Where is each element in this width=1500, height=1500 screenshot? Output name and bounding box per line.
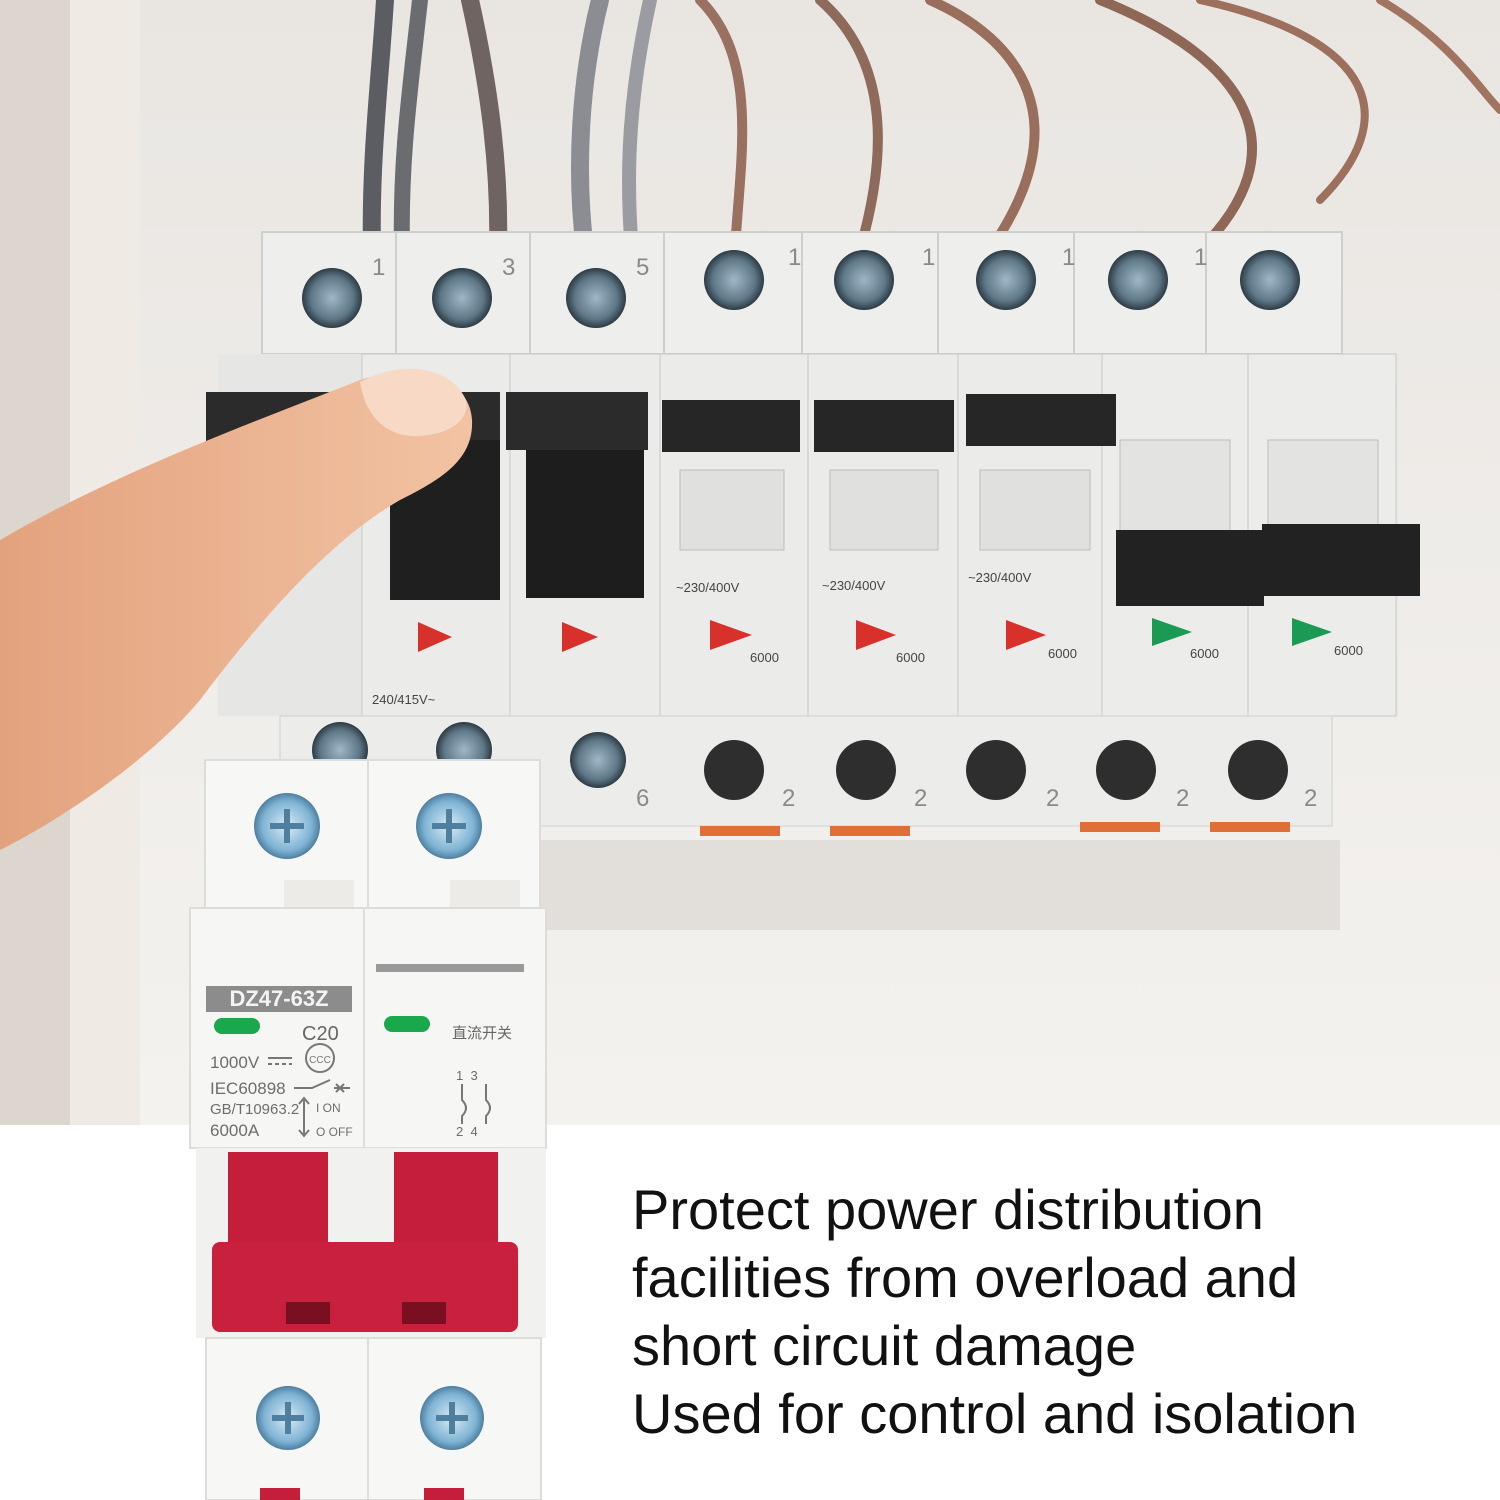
screw-terminal-icon xyxy=(420,1386,484,1450)
on-label: I ON xyxy=(316,1101,341,1115)
dc-breaker-product: DZ47-63Z C20 直流开关 1000V CCC IEC60898 GB/… xyxy=(189,759,547,1500)
screw-terminal-icon xyxy=(416,793,482,859)
rating-label: 240/415V~ xyxy=(372,692,436,707)
breaker-row-bottom-terminals: 6 2 2 2 2 2 xyxy=(279,715,1340,930)
screw-terminal-icon xyxy=(1108,250,1168,310)
screw-terminal-icon xyxy=(976,250,1036,310)
screw-terminal-icon xyxy=(966,740,1026,800)
finger xyxy=(0,368,473,850)
screw-terminal-icon xyxy=(566,268,626,328)
breaker-toggle xyxy=(966,394,1116,446)
screw-terminal-icon xyxy=(1228,740,1288,800)
switch-symbol-icon xyxy=(294,1079,350,1093)
svg-text:CCC: CCC xyxy=(309,1055,331,1066)
wires xyxy=(362,0,1500,259)
terminal-number: 1 xyxy=(922,244,935,271)
terminal-number: 2 xyxy=(1046,785,1059,812)
screw-terminal-icon xyxy=(704,740,764,800)
trip-indicator-icon xyxy=(562,622,598,652)
trip-indicator-icon xyxy=(418,622,452,652)
screw-terminal-icon xyxy=(256,1386,320,1450)
pole-diagram-icon xyxy=(461,1084,491,1124)
terminal-number: 1 xyxy=(372,254,385,281)
screw-terminal-icon xyxy=(704,250,764,310)
on-off-arrow-icon xyxy=(298,1096,310,1138)
red-handle-upper-left xyxy=(228,1152,328,1252)
breaker-row-top-terminals: 1 3 5 1 1 1 1 xyxy=(261,231,1343,355)
terminal-number: 2 xyxy=(914,785,927,812)
terminal-number: 1 xyxy=(788,244,801,271)
pole-numbers-top: 1 3 xyxy=(456,1068,478,1083)
breaker-toggle-on xyxy=(1116,530,1264,606)
breaker-toggle xyxy=(662,400,800,452)
dc-switch-label: 直流开关 xyxy=(452,1024,512,1042)
breaker-toggle-on xyxy=(1262,524,1420,596)
on-indicator-icon xyxy=(1152,618,1192,646)
screw-terminal-icon xyxy=(836,740,896,800)
screw-terminal-icon xyxy=(432,268,492,328)
terminal-number: 1 xyxy=(1062,244,1075,271)
screw-terminal-icon xyxy=(302,268,362,328)
screw-terminal-icon xyxy=(254,793,320,859)
standard-label: IEC60898 xyxy=(210,1079,286,1098)
rating-label: C20 xyxy=(302,1023,339,1045)
model-label: DZ47-63Z xyxy=(229,986,328,1011)
trip-indicator-icon xyxy=(856,620,896,650)
indicator-window-icon xyxy=(384,1016,430,1032)
rating-label: 6000 xyxy=(896,650,925,665)
screw-terminal-icon xyxy=(570,732,626,788)
red-handle xyxy=(212,1242,518,1332)
off-label: O OFF xyxy=(316,1125,353,1139)
terminal-number: 1 xyxy=(1194,244,1207,271)
breaking-capacity-label: 6000A xyxy=(210,1121,260,1140)
voltage-label: ~230/400V xyxy=(822,578,886,593)
terminal-number: 2 xyxy=(782,785,795,812)
screw-terminal-icon xyxy=(1240,250,1300,310)
screw-terminal-icon xyxy=(834,250,894,310)
terminal-number: 2 xyxy=(1176,785,1189,812)
screw-terminal-icon xyxy=(1096,740,1156,800)
terminal-number: 2 xyxy=(1304,785,1317,812)
voltage-label: 1000V xyxy=(210,1053,260,1072)
rating-label: 6000 xyxy=(1334,643,1363,658)
gb-standard-label: GB/T10963.2 xyxy=(210,1101,299,1118)
caption-line: facilities from overload and xyxy=(632,1246,1299,1309)
pole-numbers-bottom: 2 4 xyxy=(456,1124,478,1139)
terminal-number: 6 xyxy=(636,785,649,812)
trip-indicator-icon xyxy=(710,620,752,650)
on-indicator-icon xyxy=(1292,618,1332,646)
caption-text: Protect power distribution facilities fr… xyxy=(632,1176,1472,1448)
breaker-toggle xyxy=(814,400,954,452)
breaker-toggle xyxy=(506,392,648,450)
indicator-window-icon xyxy=(214,1018,260,1034)
ccc-mark-icon: CCC xyxy=(305,1043,335,1073)
caption-line: Used for control and isolation xyxy=(632,1382,1358,1445)
rating-label: 6000 xyxy=(750,650,779,665)
voltage-label: ~230/400V xyxy=(676,580,740,595)
rating-label: 6000 xyxy=(1048,646,1077,661)
trip-indicator-icon xyxy=(1006,620,1046,650)
red-handle-upper-right xyxy=(394,1152,498,1252)
voltage-label: ~230/400V xyxy=(968,570,1032,585)
caption-line: Protect power distribution xyxy=(632,1178,1264,1241)
caption-line: short circuit damage xyxy=(632,1314,1137,1377)
rating-label: 6000 xyxy=(1190,646,1219,661)
terminal-number: 5 xyxy=(636,254,649,281)
terminal-number: 3 xyxy=(502,254,515,281)
